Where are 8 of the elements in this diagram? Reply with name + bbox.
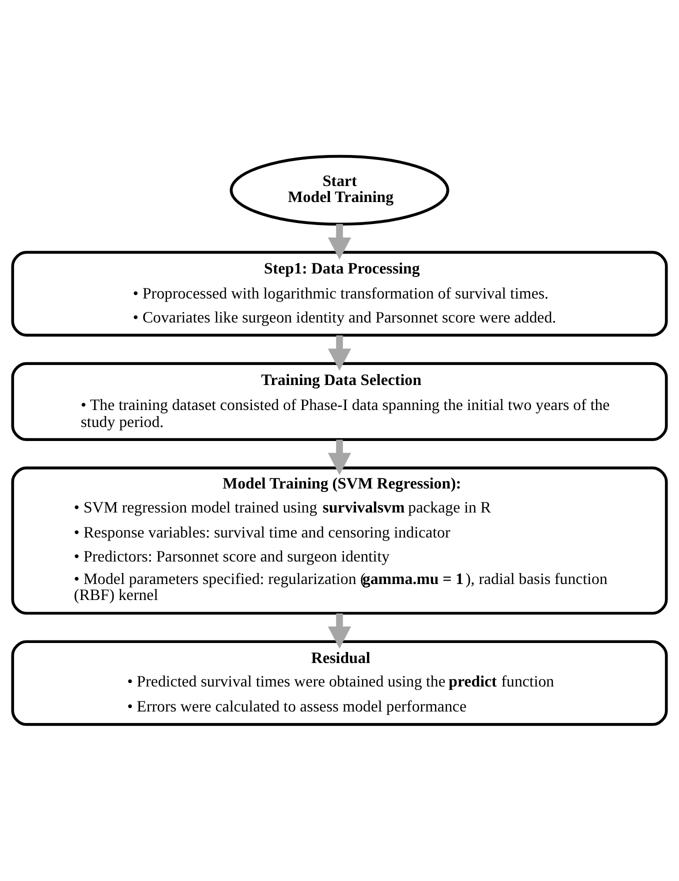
- arrow: [328, 613, 352, 649]
- node-box: Residual • Predicted survival times were obtained using the predict function • Errors were calculated to assess model performance: [11, 640, 668, 726]
- arrow: [328, 224, 352, 260]
- arrow: [328, 335, 352, 371]
- node-ellipse: Start Model Training: [230, 154, 450, 226]
- node-box: Step1: Data Processing • Proprocessed with logarithmic transformation of survival times. • Covariates like surgeon identity and Parsonnet score were added.: [11, 250, 668, 337]
- node-box: Training Data Selection • The training dataset consisted of Phase-I data spanning the initial two years of the study period.: [11, 362, 668, 441]
- arrow: [328, 440, 352, 475]
